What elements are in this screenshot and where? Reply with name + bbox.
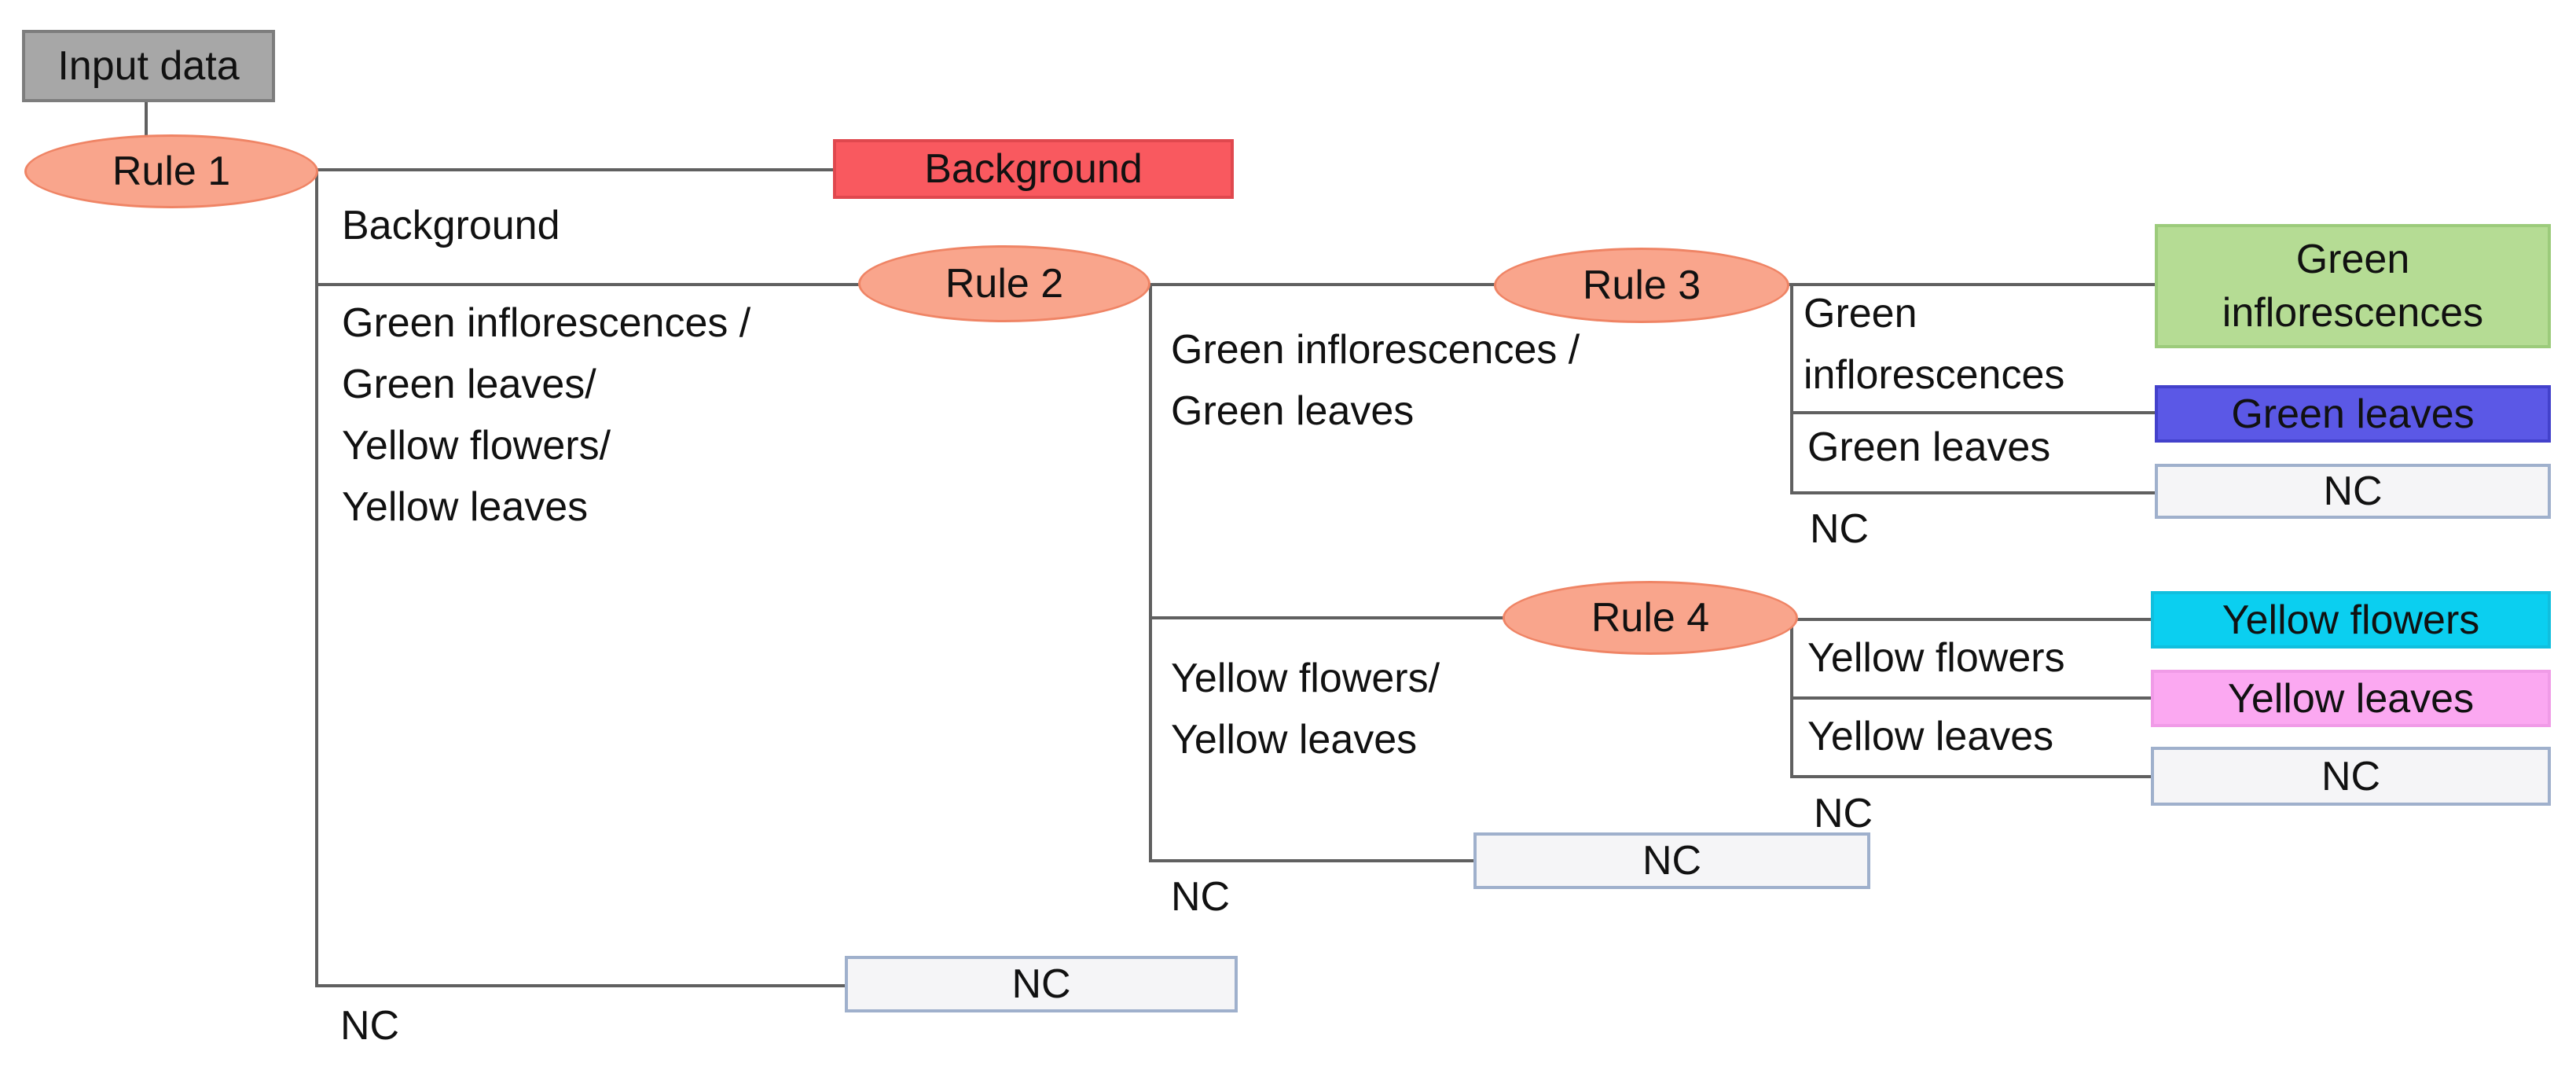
edge-label-rule1-rule2: Green inflorescences / Green leaves/ Yel… [342,300,751,530]
rule3-ellipse: Rule 3 [1494,248,1789,323]
connector-line [315,283,860,286]
connector-line [1790,775,2152,778]
rule4-ellipse: Rule 4 [1503,581,1798,655]
connector-line [1149,859,1475,862]
edge-label-rule3-green-leaves: Green leaves [1807,424,2051,470]
edge-label-rule1-nc: NC [340,1003,400,1049]
connector-line [1790,491,2156,494]
connector-line [1149,616,1504,619]
edge-label-rule2-nc: NC [1171,874,1231,920]
green-leaves-box: Green leaves [2155,385,2551,443]
yellow-flowers-box: Yellow flowers [2151,591,2551,649]
edge-label-rule3-nc: NC [1810,506,1870,552]
edge-label-rule1-background: Background [342,203,560,248]
green-inflorescences-box: Green inflorescences [2155,224,2551,348]
connector-line [1147,283,1495,286]
rule1-ellipse: Rule 1 [24,134,318,208]
edge-label-rule4-nc: NC [1814,791,1873,836]
connector-line [315,168,318,987]
connector-line [1790,283,1793,494]
connector-line [1790,411,2156,414]
yellow-leaves-box: Yellow leaves [2151,670,2551,727]
nc-box-rule1: NC [845,956,1238,1012]
edge-label-rule4-yellow-leaves: Yellow leaves [1807,714,2054,759]
connector-line [1788,283,2156,286]
edge-label-rule2-rule4: Yellow flowers/ Yellow leaves [1171,656,1440,762]
edge-label-rule3-green-inflorescences: Green inflorescences [1804,291,2065,398]
nc-box-rule3: NC [2155,464,2551,519]
connector-line [316,168,833,171]
connector-line [315,984,846,987]
edge-label-rule2-rule3: Green inflorescences / Green leaves [1171,327,1580,434]
connector-line [1795,618,2152,621]
background-class-box: Background [833,139,1234,199]
nc-box-rule2: NC [1473,832,1870,889]
rule2-ellipse: Rule 2 [858,245,1150,322]
input-data-box: Input data [22,30,275,102]
edge-label-rule4-yellow-flowers: Yellow flowers [1807,635,2065,681]
connector-line [1149,283,1152,862]
connector-line [145,102,148,138]
nc-box-rule4: NC [2151,747,2551,806]
connector-line [1790,696,2152,700]
